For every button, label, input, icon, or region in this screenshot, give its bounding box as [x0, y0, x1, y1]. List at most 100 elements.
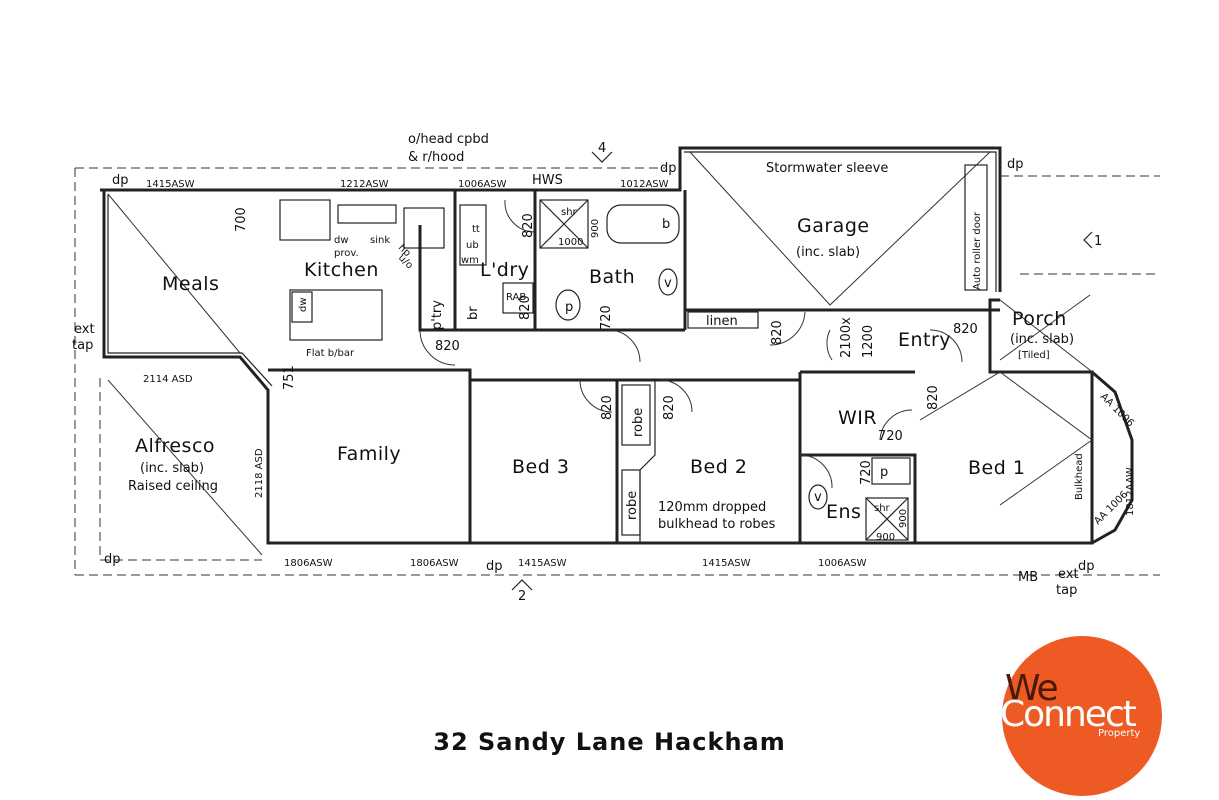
dimension: 820 — [662, 395, 677, 420]
dimension: 820 — [435, 339, 460, 354]
window-label: 2114 ASD — [143, 374, 193, 385]
dimension: 1000 — [558, 237, 583, 248]
overhead-cupboard-note: o/head cpbd — [408, 132, 489, 147]
window-label: 1012ASW — [620, 179, 669, 190]
dropped-bulkhead-note-2: bulkhead to robes — [658, 517, 776, 532]
room-laundry: L'dry — [480, 259, 529, 281]
vanity-bath-label: v — [664, 276, 672, 291]
stormwater-note: Stormwater sleeve — [766, 161, 888, 176]
downpipe-4: dp — [104, 552, 121, 567]
room-bed1: Bed 1 — [968, 457, 1025, 479]
site-boundary — [74, 167, 1160, 576]
external-walls — [100, 146, 1134, 545]
vanity-ens-label: v — [814, 490, 822, 505]
sink-label: sink — [370, 235, 390, 246]
room-ensuite: Ens — [826, 501, 861, 523]
dimension: 820 — [953, 322, 978, 337]
logo-line-3: Property — [1098, 728, 1141, 739]
bath-tub-label: b — [662, 217, 670, 232]
shower-bath-label: shr — [561, 207, 578, 218]
room-bed3: Bed 3 — [512, 456, 569, 478]
alfresco-note-slab: (inc. slab) — [140, 461, 204, 476]
section-marker-1: 1 — [1094, 234, 1102, 249]
downpipe-3: dp — [1007, 157, 1024, 172]
section-marker-4: 4 — [598, 141, 606, 156]
underoven-label: u/o — [396, 252, 415, 271]
window-label: 1415ASW — [518, 558, 567, 569]
dimension: 900 — [876, 532, 895, 543]
porch-note-slab: (inc. slab) — [1010, 332, 1074, 347]
downpipe-1: dp — [112, 173, 129, 188]
dimension: 900 — [898, 509, 909, 528]
pantry-label: p'try — [430, 300, 445, 330]
meter-box-note: MB — [1018, 570, 1038, 585]
ext-tap-right-1: ext — [1058, 567, 1079, 582]
wm-label: wm — [461, 255, 479, 266]
window-label: 1212ASW — [340, 179, 389, 190]
flat-bar-label: Flat b/bar — [306, 348, 355, 359]
room-family: Family — [337, 443, 401, 465]
section-markers — [511, 151, 1093, 591]
fixtures — [279, 164, 988, 541]
dimension: 820 — [521, 213, 536, 238]
internal-walls — [268, 190, 1000, 543]
dimension: 820 — [770, 320, 785, 345]
dimension: 820 — [926, 385, 941, 410]
logo-line-2: Connect — [1000, 694, 1137, 735]
window-label: 1806ASW — [410, 558, 459, 569]
room-kitchen: Kitchen — [304, 259, 379, 281]
room-meals: Meals — [162, 273, 219, 295]
section-marker-2: 2 — [518, 589, 526, 604]
shower-ens-label: shr — [874, 503, 891, 514]
garage-note: (inc. slab) — [796, 245, 860, 260]
robe-label-2: robe — [625, 491, 640, 520]
window-label: 1415ASW — [702, 558, 751, 569]
dimension: 751 — [282, 365, 297, 390]
porch-note-tiled: [Tiled] — [1018, 350, 1050, 361]
ub-label: ub — [466, 240, 479, 251]
dimension: 700 — [234, 207, 249, 232]
room-garage: Garage — [797, 215, 870, 237]
rangehood-note: & r/hood — [408, 150, 464, 165]
toilet-bath-label: p — [565, 300, 573, 315]
window-label: 1806ASW — [284, 558, 333, 569]
downpipe-2: dp — [660, 161, 677, 176]
dimension: 2100x — [839, 317, 854, 358]
auto-roller-note: Auto roller door — [972, 211, 983, 290]
room-entry: Entry — [898, 329, 951, 351]
ext-tap-right-2: tap — [1056, 583, 1077, 598]
room-bed2: Bed 2 — [690, 456, 747, 478]
toilet-ens-label: p — [880, 465, 888, 480]
dimension: 720 — [878, 429, 903, 444]
dimension: 720 — [599, 305, 614, 330]
provision-label: prov. — [334, 248, 359, 259]
ext-tap-left-2: tap — [72, 338, 93, 353]
window-label: 1006ASW — [818, 558, 867, 569]
window-label: 1006ASW — [458, 179, 507, 190]
window-label: 1415ASW — [146, 179, 195, 190]
robe-label-1: robe — [631, 408, 646, 437]
window-label: 2118 ASD — [254, 448, 265, 498]
room-porch: Porch — [1012, 308, 1067, 330]
door-swings — [419, 199, 963, 489]
trough-label: tt — [472, 224, 480, 235]
bar-dw-label: dw — [298, 297, 309, 312]
dimension: 720 — [859, 460, 874, 485]
property-address: 32 Sandy Lane Hackham — [433, 728, 786, 756]
linen-label: linen — [706, 314, 738, 329]
dropped-bulkhead-note-1: 120mm dropped — [658, 500, 766, 515]
alfresco-note-ceiling: Raised ceiling — [128, 479, 218, 494]
weconnect-logo: We Connect Property — [1000, 636, 1162, 796]
window-label: 1812AAW — [1125, 467, 1136, 516]
dimension: 820 — [518, 295, 533, 320]
room-wir: WIR — [838, 407, 877, 429]
room-alfresco: Alfresco — [135, 435, 215, 457]
downpipe-6: dp — [1078, 559, 1095, 574]
hws-note: HWS — [532, 173, 563, 188]
slab-diagonals — [107, 151, 1096, 556]
downpipe-5: dp — [486, 559, 503, 574]
dimension: 1200 — [861, 325, 876, 358]
bulkhead-label: Bulkhead — [1074, 453, 1085, 500]
rab-label: RAB — [506, 292, 526, 303]
